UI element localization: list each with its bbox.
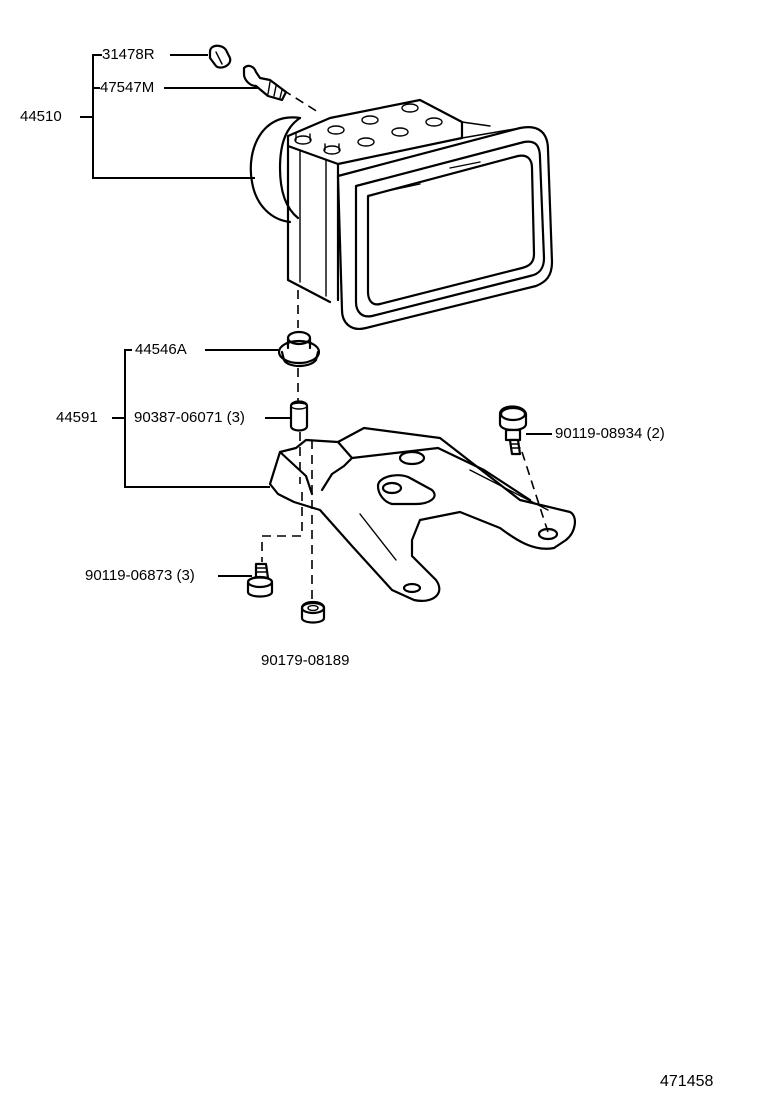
alignment-lines [261,89,549,602]
part-label-31478r: 31478R [102,46,155,63]
leader-lines [80,54,552,577]
bracket-icon [268,426,576,602]
diagram-number: 471458 [660,1073,714,1090]
bolt-icon [246,562,274,598]
part-label-44546a: 44546A [135,341,187,358]
grommet-icon [277,330,321,368]
part-label-90119-08934: 90119-08934 (2) [555,425,665,442]
part-label-90387-06071: 90387-06071 (3) [134,409,245,426]
part-label-44591: 44591 [56,409,98,426]
cap-icon [208,44,232,69]
bolt-icon [498,405,528,456]
nut-icon [300,600,326,624]
abs-actuator-icon [249,98,554,330]
part-label-90119-06873: 90119-06873 (3) [85,567,195,584]
part-label-44510: 44510 [20,108,62,125]
part-label-90179-08189: 90179-08189 [261,652,350,669]
port-group [294,103,443,155]
part-label-47547m: 47547M [100,79,155,96]
collar-icon [289,400,309,432]
bleeder-plug-icon [242,64,288,102]
